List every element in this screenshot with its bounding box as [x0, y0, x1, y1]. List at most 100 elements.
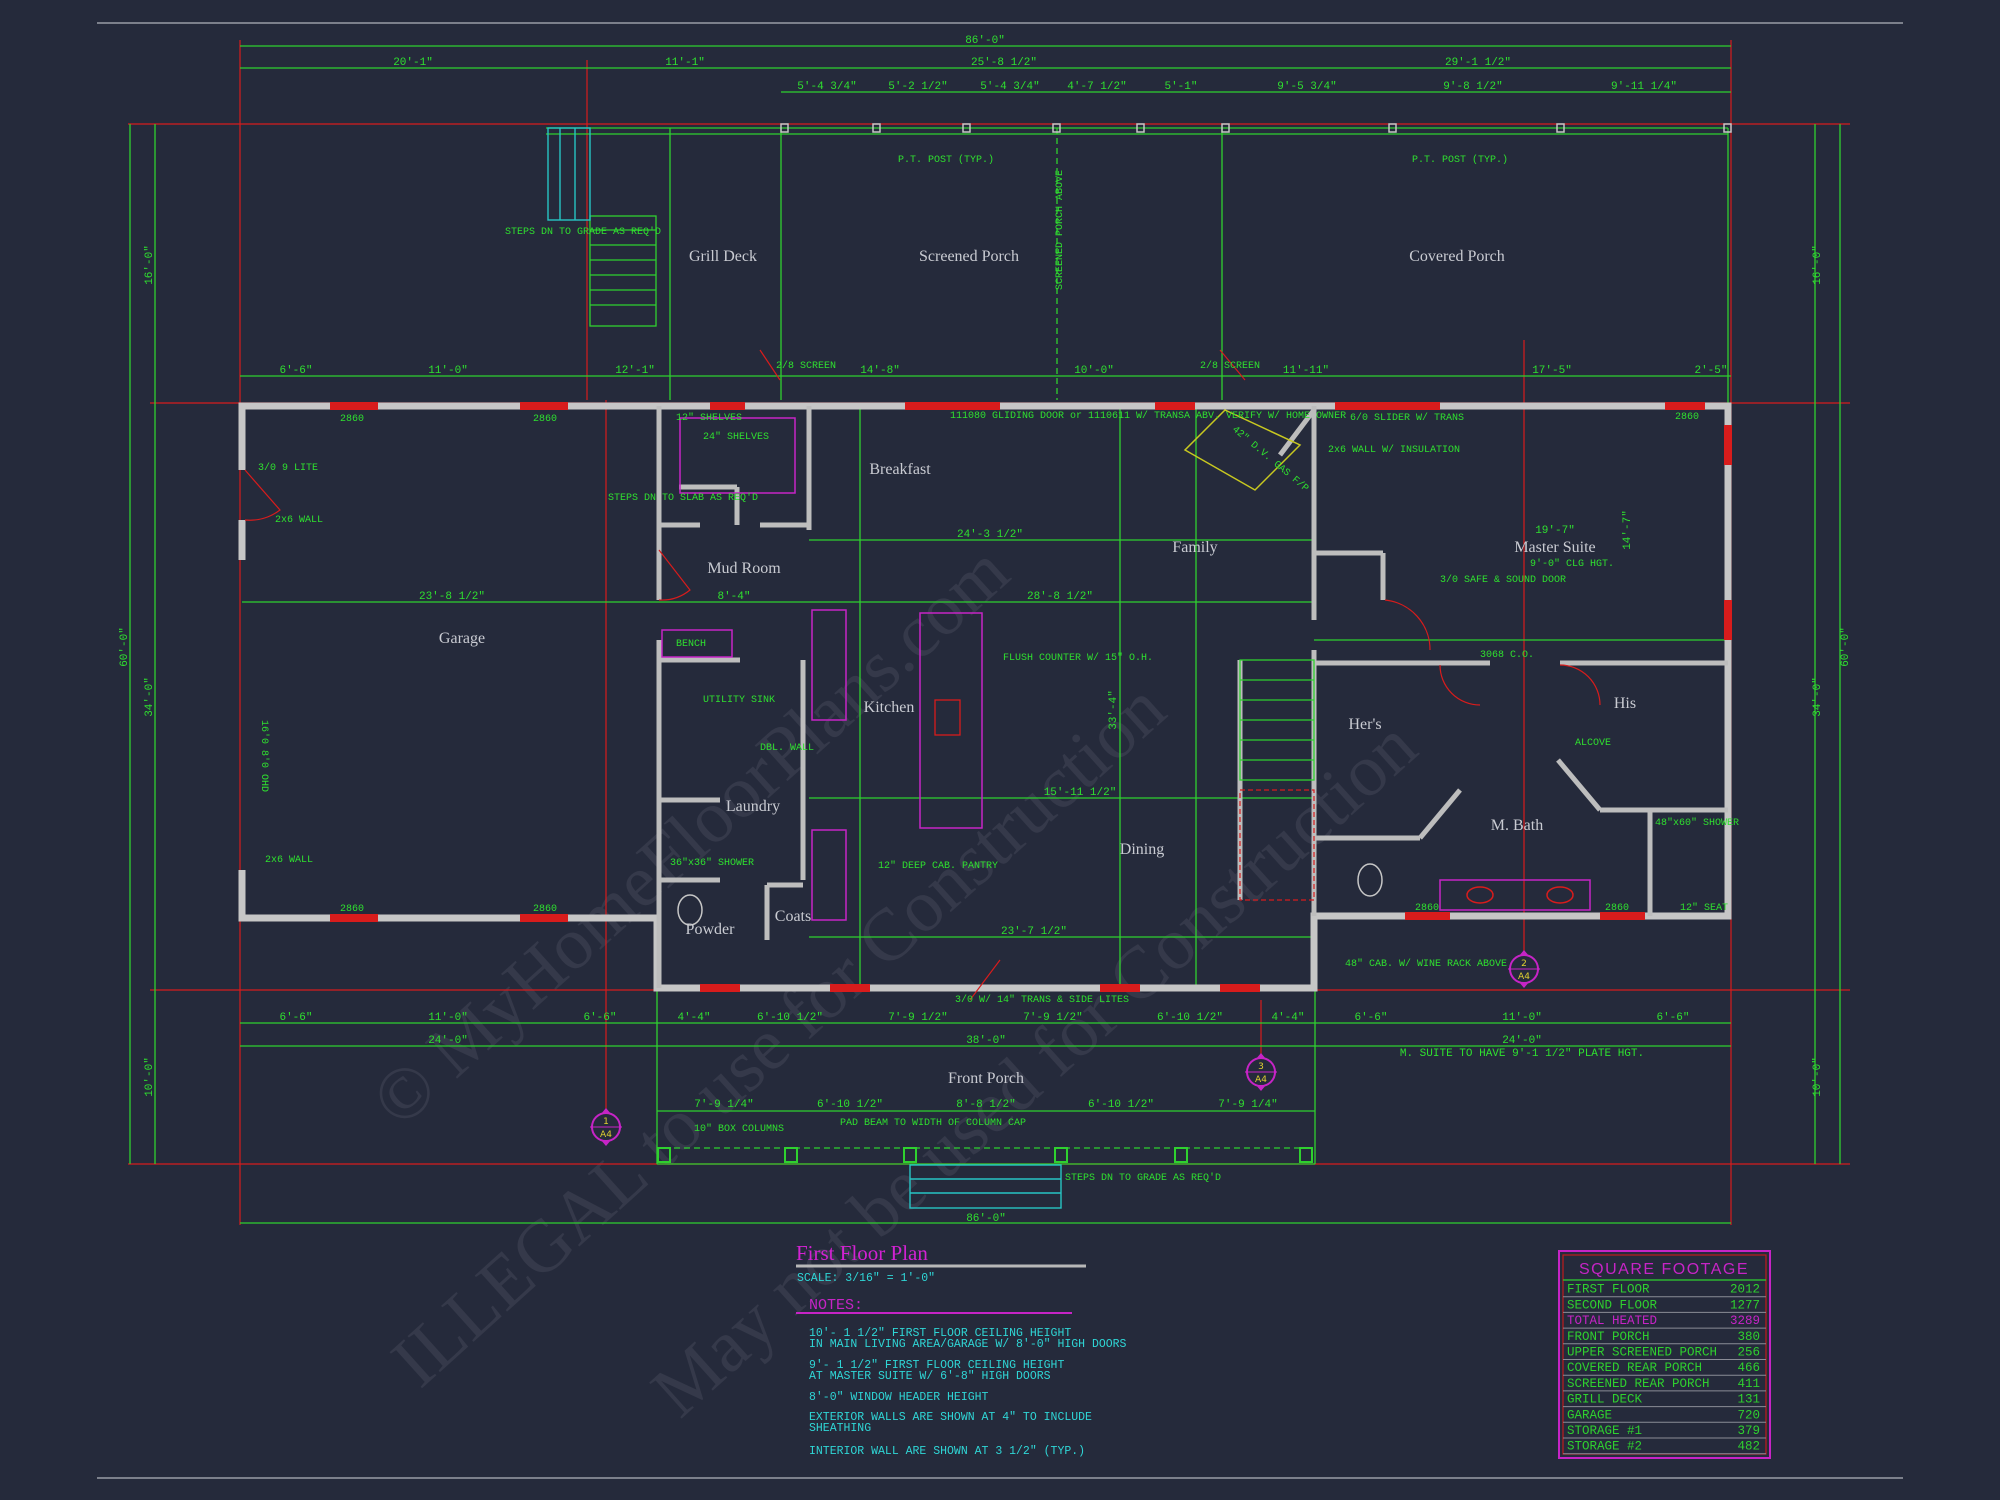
note: P.T. POST (TYP.) — [898, 154, 994, 166]
room-label-powder: Powder — [686, 921, 736, 938]
dim-label: 11'-0" — [428, 1012, 468, 1024]
window-tag: 2860 — [340, 904, 364, 915]
section-marker-1: 1 A4 — [590, 1108, 622, 1146]
watermark-line: © MyHomeFloorPlans.com — [357, 530, 1025, 1143]
note: 48" CAB. W/ WINE RACK ABOVE — [1345, 958, 1507, 970]
note: 3/0 9 LITE — [258, 462, 318, 474]
dim-label: 24'-3 1/2" — [957, 529, 1023, 541]
dim-label: 17'-5" — [1532, 365, 1572, 377]
drawing-title: First Floor Plan — [796, 1241, 928, 1265]
dim-label: 24'-0" — [1502, 1035, 1542, 1047]
fireplace-icon — [1183, 409, 1302, 491]
dim-label: 7'-9 1/4" — [694, 1099, 753, 1111]
rear-deck-stairs — [547, 127, 657, 327]
note: FLUSH COUNTER W/ 15" O.H. — [1003, 652, 1153, 664]
note-line: EXTERIOR WALLS ARE SHOWN AT 4" TO INCLUD… — [809, 1411, 1092, 1424]
square-footage-label: COVERED REAR PORCH — [1567, 1361, 1702, 1375]
dim-label: 14'-8" — [860, 365, 900, 377]
square-footage-label: UPPER SCREENED PORCH — [1567, 1346, 1717, 1360]
note: 3068 C.O. — [1480, 650, 1534, 661]
note: 2x6 WALL W/ INSULATION — [1328, 444, 1460, 456]
square-footage-label: FRONT PORCH — [1567, 1330, 1650, 1344]
note: STEPS DN TO SLAB AS REQ'D — [608, 492, 758, 504]
dim-label: 34'-0" — [1812, 677, 1824, 717]
square-footage-value: 2012 — [1730, 1283, 1760, 1297]
dim-label: 25'-8 1/2" — [971, 57, 1037, 69]
dim-label: 10'-0" — [144, 1057, 156, 1097]
toilet-icon — [677, 894, 703, 926]
sink-icon — [1466, 886, 1494, 904]
note-line: INTERIOR WALL ARE SHOWN AT 3 1/2" (TYP.) — [809, 1445, 1085, 1458]
dim-label: 23'-7 1/2" — [1001, 926, 1067, 938]
dim-label: 20'-1" — [393, 57, 433, 69]
note: ALCOVE — [1575, 738, 1611, 749]
toilet-icon — [1357, 863, 1383, 897]
square-footage-label: GARAGE — [1567, 1408, 1612, 1422]
dim-label: 6'-10 1/2" — [757, 1012, 823, 1024]
dim-label: 11'-0" — [428, 365, 468, 377]
note: DBL. WALL — [760, 743, 814, 754]
note: 111080 GLIDING DOOR or 1110611 W/ TRANSA… — [950, 410, 1346, 422]
front-porch-columns — [657, 1147, 1313, 1163]
square-footage-label: GRILL DECK — [1567, 1393, 1643, 1407]
dim-label: 10'-0" — [1812, 1057, 1824, 1097]
note: 3/0 W/ 14" TRANS & SIDE LITES — [955, 994, 1129, 1006]
room-label-dining: Dining — [1120, 841, 1164, 858]
dim-label: 5'-1" — [1164, 81, 1197, 93]
note: 2x6 WALL — [265, 855, 313, 866]
windows — [330, 402, 1732, 992]
section-number: 2 — [1521, 959, 1527, 969]
room-label-master-suite: Master Suite — [1514, 539, 1595, 556]
m-suite-plate-note: M. SUITE TO HAVE 9'-1 1/2" PLATE HGT. — [1400, 1048, 1644, 1060]
dim-label: 15'-11 1/2" — [1044, 787, 1117, 799]
kitchen-sink-icon — [934, 699, 961, 736]
section-sheet: A4 — [1518, 972, 1530, 982]
room-label-screened-porch: Screened Porch — [919, 248, 1019, 265]
square-footage-value: 379 — [1737, 1424, 1760, 1438]
dimension-lines — [129, 45, 1841, 1224]
window-tag: 2860 — [340, 414, 364, 425]
room-label-kitchen: Kitchen — [864, 699, 915, 716]
dim-label: 16'-0" — [144, 245, 156, 285]
drawing-scale: SCALE: 3/16" = 1'-0" — [797, 1272, 935, 1285]
watermark: © MyHomeFloorPlans.com ILLEGAL to use fo… — [357, 530, 1433, 1433]
room-label-covered-porch: Covered Porch — [1409, 248, 1505, 265]
dim-label: 10'-0" — [1074, 365, 1114, 377]
section-marker-2: 2 A4 — [1508, 950, 1540, 988]
window-tag: 2860 — [1675, 412, 1699, 423]
dim-label: 6'-10 1/2" — [1088, 1099, 1154, 1111]
dim-label: 60'-0" — [119, 627, 131, 667]
note: STEPS DN TO GRADE AS REQ'D — [1065, 1172, 1221, 1184]
window-tag: 2860 — [533, 904, 557, 915]
note: 48"x60" SHOWER — [1655, 817, 1739, 829]
window-tag: 2860 — [533, 414, 557, 425]
note: BENCH — [676, 639, 706, 650]
dim-label: 6'-6" — [1656, 1012, 1689, 1024]
dim-label: 29'-1 1/2" — [1445, 57, 1511, 69]
dim-label: 16'-0" — [1812, 245, 1824, 285]
note: P.T. POST (TYP.) — [1412, 154, 1508, 166]
note: 12" DEEP CAB. PANTRY — [878, 860, 998, 872]
note: 12" SHELVES — [676, 412, 742, 424]
dim-label: 9'-11 1/4" — [1611, 81, 1677, 93]
cabinetry — [661, 409, 1591, 926]
room-label-mud-room: Mud Room — [707, 560, 781, 577]
dim-label: 6'-6" — [279, 1012, 312, 1024]
interior-dimensions: 23'-8 1/2" 8'-4" 28'-8 1/2" 24'-3 1/2" 1… — [419, 510, 1634, 938]
dim-label: 6'-10 1/2" — [1157, 1012, 1223, 1024]
dim-label: 6'-6" — [279, 365, 312, 377]
room-label-hers: Her's — [1348, 716, 1381, 733]
square-footage-value: 466 — [1737, 1361, 1760, 1375]
dim-label: 9'-8 1/2" — [1443, 81, 1502, 93]
dim-label: 34'-0" — [144, 677, 156, 717]
dim-label: 23'-8 1/2" — [419, 591, 485, 603]
window-tag: 2860 — [1415, 903, 1439, 914]
